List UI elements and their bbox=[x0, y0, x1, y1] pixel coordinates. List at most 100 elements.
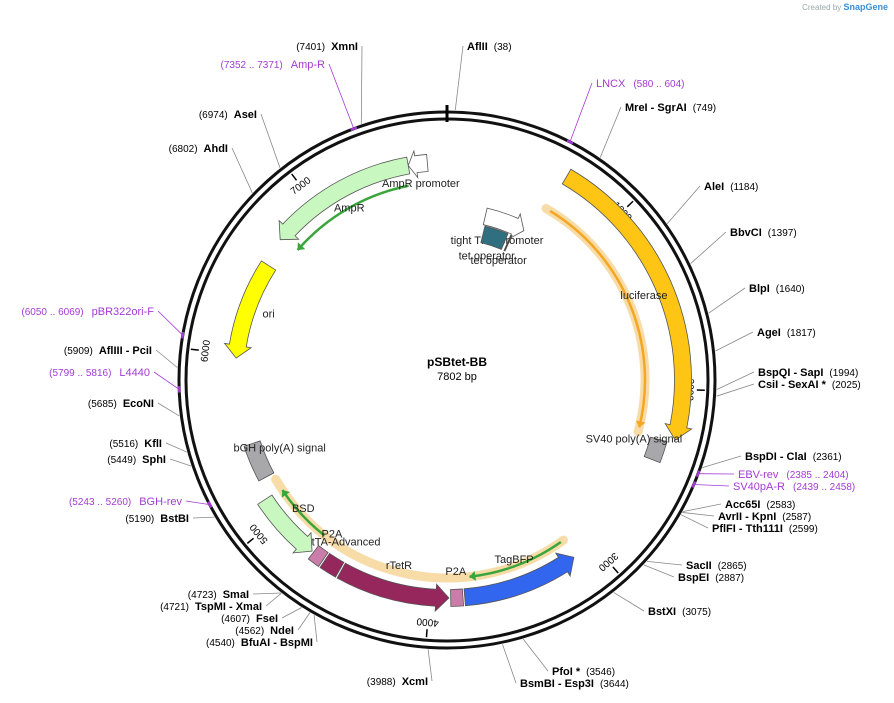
site-bsmbi-esp3i: BsmBI - Esp3I(3644) bbox=[520, 678, 629, 690]
feature-label-p2a: P2A bbox=[445, 566, 466, 578]
site-agei: AgeI(1817) bbox=[757, 327, 816, 339]
snapgene-credit: Created by SnapGene bbox=[802, 2, 888, 12]
primer-lncx: LNCX(580 .. 604) bbox=[596, 78, 685, 90]
feature-label-ampr-promoter: AmpR promoter bbox=[382, 178, 460, 190]
feature-tet-operator-1 bbox=[480, 225, 509, 250]
site-bspdi-clai: BspDI - ClaI(2361) bbox=[745, 451, 842, 463]
primer-ebv-rev: EBV-rev(2385 .. 2404) bbox=[738, 469, 849, 481]
tick-mark-5000 bbox=[246, 537, 254, 544]
plasmid-name: pSBtet-BB bbox=[427, 355, 487, 369]
site-mrei-sgrai: MreI - SgrAI(749) bbox=[625, 102, 716, 114]
site-leader-fsei bbox=[281, 607, 302, 619]
feature-bsd-10 bbox=[257, 494, 313, 554]
site-leader-xcmi bbox=[427, 649, 433, 682]
site-leader-blpi bbox=[708, 287, 746, 314]
feature-label-bgh-poly-a-signal: bGH poly(A) signal bbox=[233, 443, 325, 455]
orf-arrowhead-0 bbox=[635, 420, 646, 428]
tick-mark-1000 bbox=[626, 200, 634, 208]
site-ndei: (4562)NdeI bbox=[235, 625, 294, 637]
site-leader-kfli bbox=[165, 442, 187, 453]
site-leader-mrei-sgrai bbox=[599, 106, 622, 158]
primers-layer: LNCX(580 .. 604)EBV-rev(2385 .. 2404)SV4… bbox=[21, 59, 855, 509]
orf-arrowhead-1 bbox=[469, 571, 477, 581]
primer-mark-bgh-rev bbox=[207, 501, 213, 509]
feature-p2a-9 bbox=[307, 544, 329, 568]
plasmid-length: 7802 bp bbox=[437, 371, 477, 383]
orf-arrowhead-2 bbox=[281, 490, 290, 498]
site-kfli: (5516)KflI bbox=[109, 438, 162, 450]
orf-arrow-1 bbox=[469, 540, 562, 578]
sites-layer: AflII(38)MreI - SgrAI(749)AleI(1184)BbvC… bbox=[64, 41, 861, 690]
site-leader-smai bbox=[252, 592, 282, 595]
site-leader-sphi bbox=[169, 458, 192, 467]
site-pfoi: PfoI *(3546) bbox=[552, 666, 615, 678]
primer-amp-r: (7352 .. 7371)Amp-R bbox=[221, 59, 326, 71]
feature-tet-operator-2 bbox=[503, 234, 513, 252]
primer-mark-lncx bbox=[566, 139, 574, 145]
site-leader-afliii-pcii bbox=[155, 349, 178, 368]
site-leader-bspqi-sapi bbox=[716, 371, 755, 390]
feature-label-rtetr: rTetR bbox=[386, 560, 412, 572]
site-leader-avrii-kpni bbox=[682, 512, 715, 517]
primer-leader-bgh-rev bbox=[185, 500, 210, 506]
feature-ampr-13 bbox=[278, 156, 411, 241]
feature-label-tagbfp: TagBFP bbox=[495, 554, 534, 566]
site-sacii: SacII(2865) bbox=[686, 560, 747, 572]
site-leader-xmni bbox=[360, 45, 363, 124]
site-blpi: BlpI(1640) bbox=[749, 283, 805, 295]
orf-arrow-0 bbox=[549, 209, 647, 428]
tick-label-6000: 6000 bbox=[199, 339, 213, 363]
site-leader-bbvci bbox=[690, 231, 727, 264]
feature-label-p2a: P2A bbox=[322, 528, 343, 540]
site-leader-bfuai-bspmi bbox=[313, 614, 318, 643]
site-pflfi-tth111i: PflFI - Tth111I(2599) bbox=[712, 523, 818, 535]
feature-label-tet-operator: tet operator bbox=[459, 250, 516, 262]
site-bstbi: (5190)BstBI bbox=[125, 513, 189, 525]
tick-mark-4000 bbox=[425, 629, 428, 638]
site-bspqi-sapi: BspQI - SapI(1994) bbox=[758, 367, 858, 379]
site-leader-pflfi-tth111i bbox=[680, 514, 709, 529]
tick-label-5000: 5000 bbox=[248, 521, 271, 546]
primer-bgh-rev: (5243 .. 5260)BGH-rev bbox=[69, 496, 183, 508]
site-leader-alei bbox=[666, 185, 701, 224]
site-leader-ahdi bbox=[231, 147, 253, 194]
site-leader-sacii bbox=[646, 560, 683, 566]
primer-mark-pbr322ori-f bbox=[181, 331, 185, 339]
orf-arrowhead-3 bbox=[297, 242, 306, 251]
primer-mark-sv40pa-r bbox=[691, 481, 697, 488]
primer-leader-l4440 bbox=[153, 371, 180, 390]
site-leader-tspmi-xmai bbox=[265, 592, 282, 607]
primer-leader-sv40pa-r bbox=[693, 484, 730, 487]
primer-pbr322ori-f: (6050 .. 6069)pBR322ori-F bbox=[21, 306, 154, 318]
site-avrii-kpni: AvrII - KpnI(2587) bbox=[718, 511, 811, 523]
site-leader-bspei bbox=[643, 564, 675, 578]
site-leader-bsmbi-esp3i bbox=[502, 644, 517, 684]
site-leader-asei bbox=[260, 113, 281, 168]
site-leader-acc65i bbox=[682, 503, 722, 513]
site-leader-aflii bbox=[454, 45, 464, 111]
site-xmni: (7401)XmnI bbox=[296, 41, 358, 53]
site-econi: (5685)EcoNI bbox=[88, 398, 154, 410]
site-leader-econi bbox=[157, 402, 180, 417]
site-csii-sexai: CsiI - SexAI *(2025) bbox=[758, 379, 861, 391]
primer-sv40pa-r: SV40pA-R(2439 .. 2458) bbox=[733, 481, 855, 493]
site-leader-bstxi bbox=[613, 592, 645, 612]
feature-label-ori: ori bbox=[263, 309, 275, 321]
feature-label-ampr: AmpR bbox=[334, 202, 365, 214]
snapgene-logo: SnapGene bbox=[843, 2, 888, 12]
feature-label-luciferase: luciferase bbox=[620, 290, 667, 302]
feature-label-rtta-advanced: rtTA-Advanced bbox=[308, 537, 381, 549]
site-acc65i: Acc65I(2583) bbox=[725, 499, 795, 511]
site-leader-bstbi bbox=[192, 516, 215, 519]
feature-label-tet-operator: tet operator bbox=[471, 255, 528, 267]
primer-mark-amp-r bbox=[350, 126, 358, 132]
feature-label-sv40-poly-a-signal: SV40 poly(A) signal bbox=[586, 433, 683, 445]
orf-layer bbox=[281, 184, 647, 581]
feature-p2a-6 bbox=[450, 588, 465, 607]
feature-rtta-advanced-8 bbox=[319, 552, 345, 578]
feature-label-bsd: BSD bbox=[292, 503, 315, 515]
site-xcmi: (3988)XcmI bbox=[367, 676, 428, 688]
site-asei: (6974)AseI bbox=[199, 109, 257, 121]
